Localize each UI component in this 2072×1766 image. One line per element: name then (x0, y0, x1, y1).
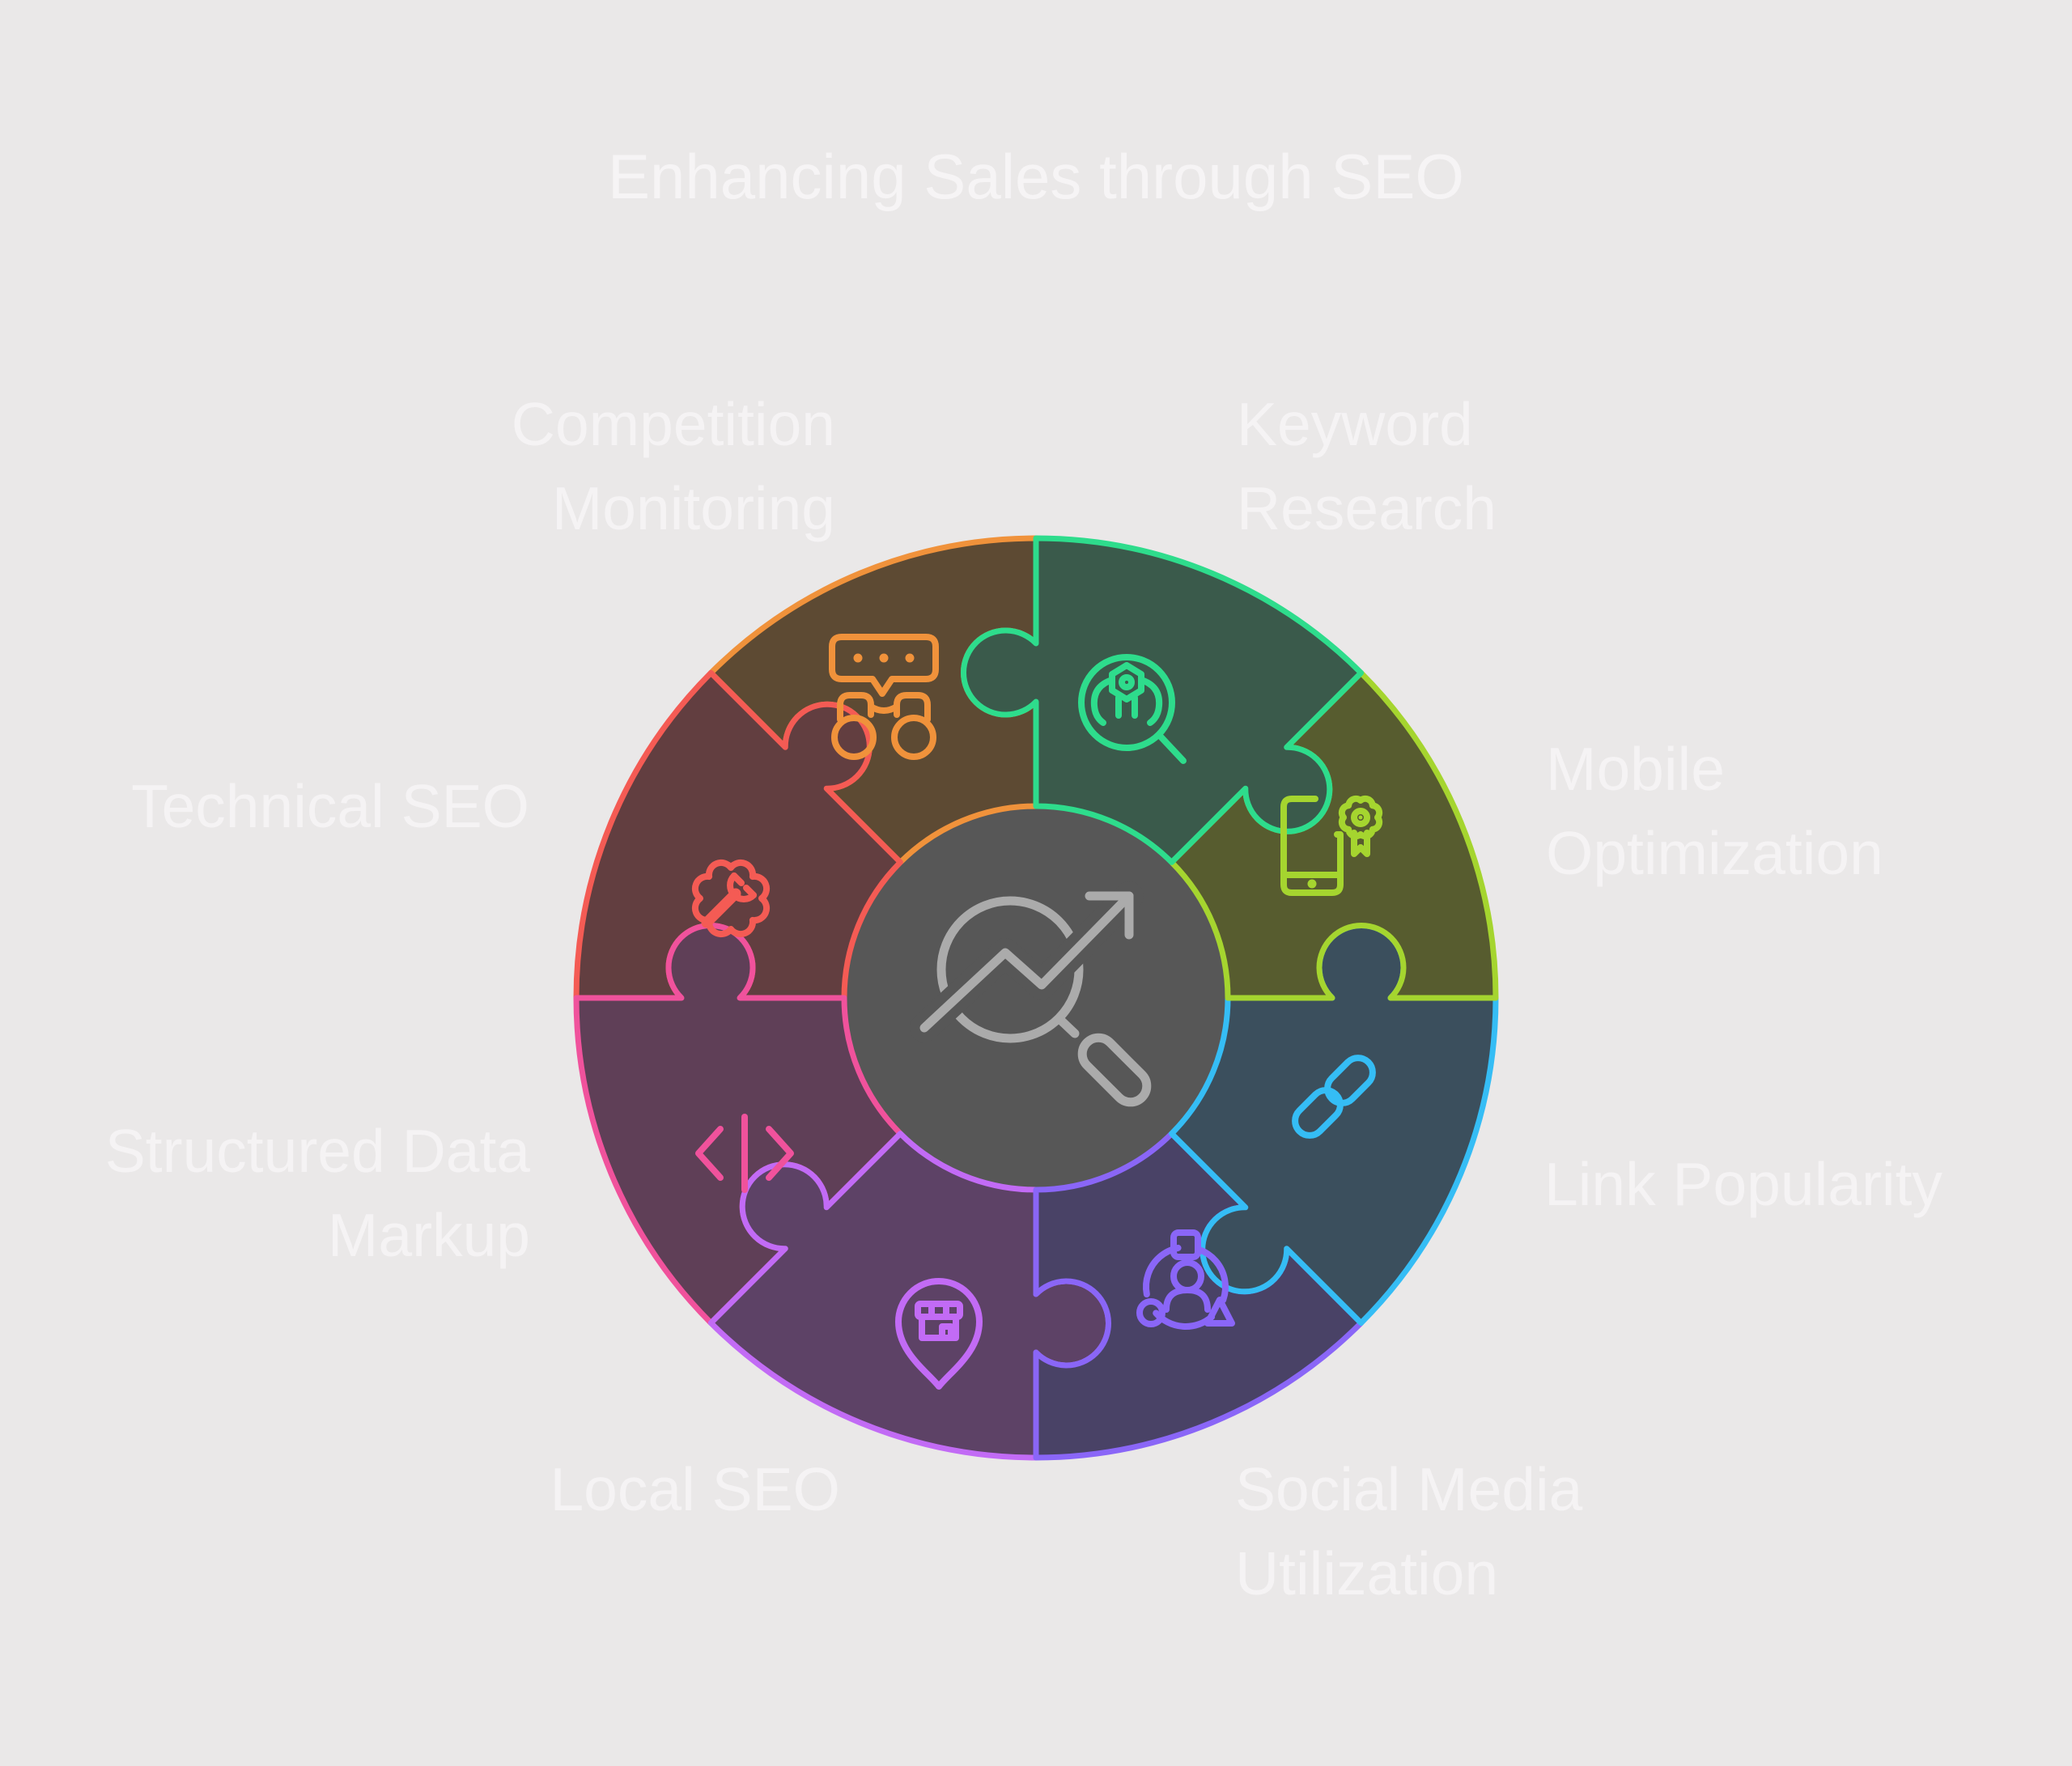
label-link-popularity: Link Popularity (1544, 1150, 1942, 1218)
label-mobile-optimization: Mobile Optimization (1546, 735, 1883, 887)
crawler-magnifier-icon (1078, 654, 1187, 764)
code-brackets-icon (695, 1114, 794, 1193)
store-pin-icon (895, 1278, 983, 1390)
label-technical-seo: Technical SEO (131, 772, 529, 840)
page-title: Enhancing Sales through SEO (607, 141, 1465, 212)
label-keyword-research: Keyword Research (1237, 390, 1497, 542)
binoculars-chat-icon (829, 634, 939, 760)
label-structured-data-markup: Structured Data Markup (104, 1117, 530, 1269)
label-competition-monitoring: Competition Monitoring (511, 390, 835, 542)
trend-magnifier-icon (910, 881, 1152, 1107)
chain-link-icon (1292, 1055, 1376, 1139)
gear-wrench-icon (691, 859, 771, 938)
label-social-media-utilization: Social Media Utilization (1235, 1455, 1583, 1607)
label-local-seo: Local SEO (550, 1455, 840, 1523)
audience-shapes-icon (1136, 1229, 1235, 1330)
phone-badge-icon (1280, 795, 1383, 896)
